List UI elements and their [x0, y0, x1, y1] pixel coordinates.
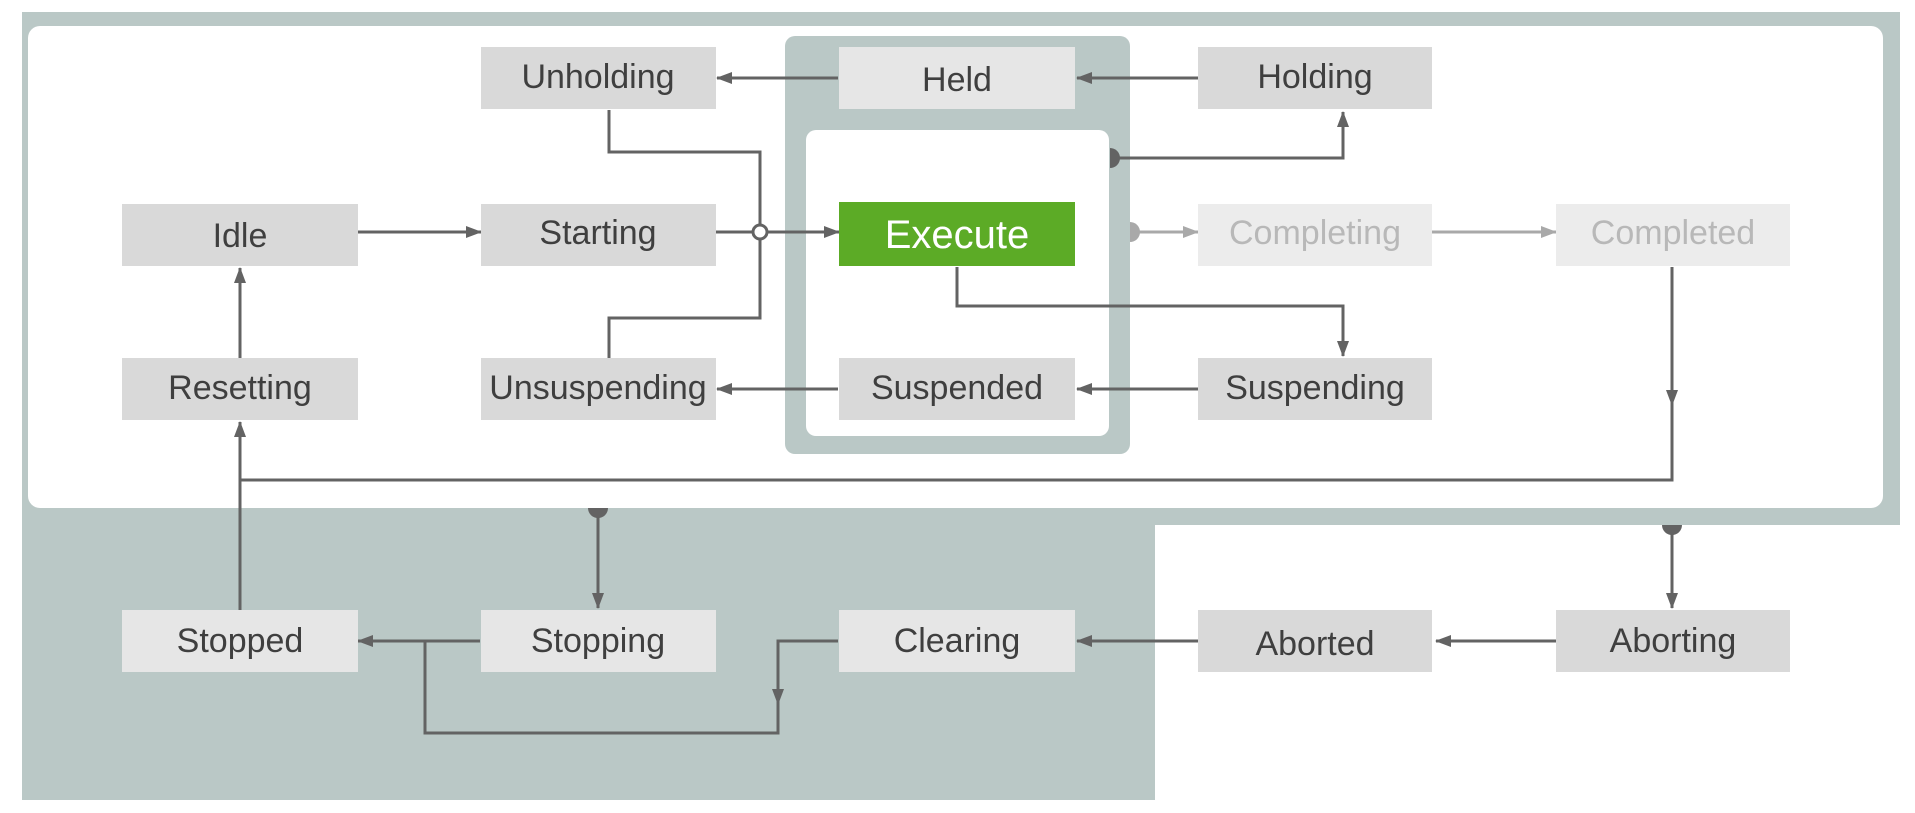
state-aborting: Aborting	[1556, 610, 1790, 672]
edge-completed-return	[240, 267, 1674, 482]
state-idle: Idle	[122, 204, 358, 266]
state-label: Aborted	[1255, 625, 1374, 663]
state-label: Completing	[1229, 214, 1401, 252]
state-label: Stopped	[177, 622, 304, 660]
junction-hold-dot	[1110, 148, 1120, 168]
state-label: Starting	[539, 214, 656, 252]
edge-clearing-stopping	[776, 639, 838, 698]
state-label: Suspending	[1225, 369, 1405, 407]
state-starting: Starting	[481, 204, 716, 266]
state-execute: Execute	[839, 202, 1075, 266]
edge-stopped-loop	[423, 641, 780, 735]
state-completing: Completing	[1198, 204, 1432, 266]
state-label: Unholding	[521, 58, 674, 96]
state-label: Aborting	[1610, 622, 1737, 660]
state-held: Held	[839, 47, 1075, 109]
edge-unsuspending-execute	[607, 232, 762, 358]
junction-abort-dot	[1662, 525, 1682, 535]
state-label: Idle	[213, 217, 268, 255]
edge-unholding-execute	[607, 110, 762, 232]
state-clearing: Clearing	[839, 610, 1075, 672]
state-label: Resetting	[168, 369, 312, 407]
edge-execute-suspending	[955, 267, 1349, 357]
state-suspended: Suspended	[839, 358, 1075, 420]
state-holding: Holding	[1198, 47, 1432, 109]
state-suspending: Suspending	[1198, 358, 1432, 420]
junction-open-dot	[751, 223, 769, 241]
state-stopping: Stopping	[481, 610, 716, 672]
state-label: Suspended	[871, 369, 1043, 407]
state-label: Clearing	[894, 622, 1021, 660]
state-unholding: Unholding	[481, 47, 716, 109]
edge-execute-region-holding	[1110, 111, 1349, 160]
junction-stop-dot	[588, 508, 608, 518]
state-aborted: Aborted	[1198, 610, 1432, 672]
state-completed: Completed	[1556, 204, 1790, 266]
state-resetting: Resetting	[122, 358, 358, 420]
state-label: Holding	[1257, 58, 1372, 96]
state-stopped: Stopped	[122, 610, 358, 672]
state-label: Completed	[1591, 214, 1755, 252]
state-label: Unsuspending	[489, 369, 706, 407]
state-unsuspending: Unsuspending	[481, 358, 716, 420]
junction-complete-dot	[1130, 222, 1140, 242]
state-label: Execute	[885, 213, 1030, 257]
state-label: Held	[922, 61, 992, 99]
state-label: Stopping	[531, 622, 665, 660]
